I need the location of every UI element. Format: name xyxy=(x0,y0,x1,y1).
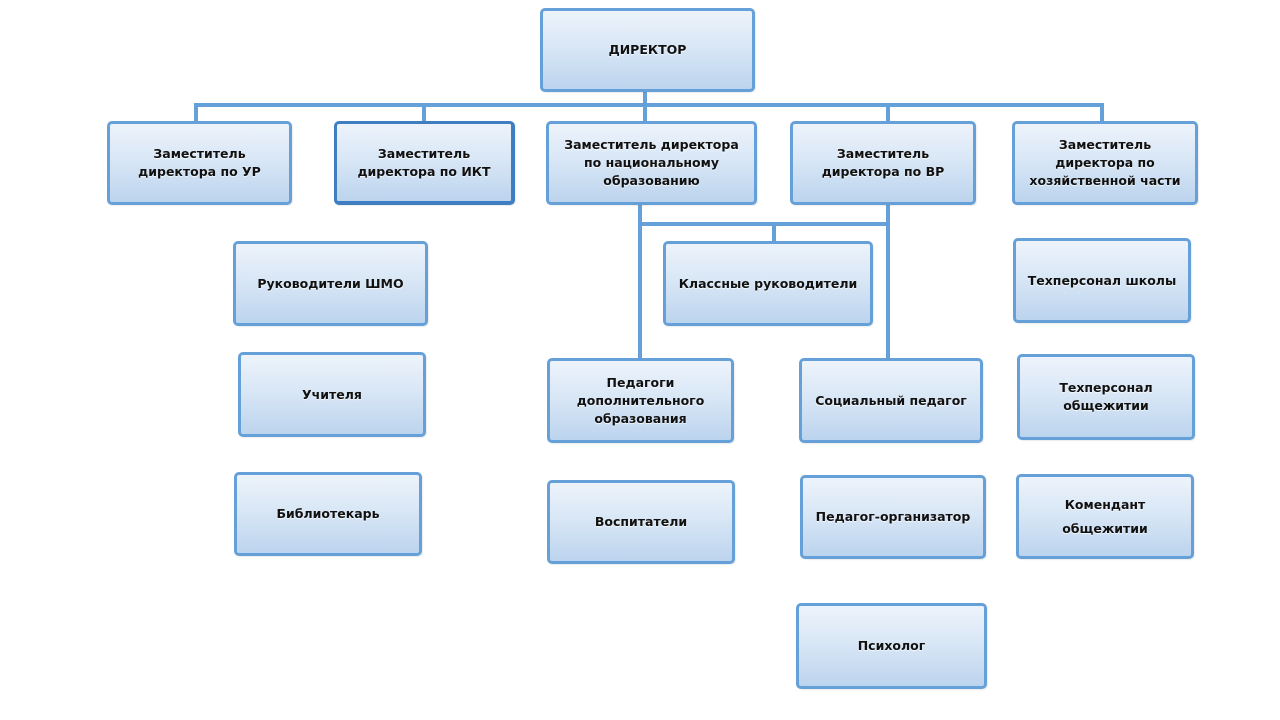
node-librarian: Библиотекарь xyxy=(234,472,422,556)
node-teachers: Учителя xyxy=(238,352,426,437)
node-director: ДИРЕКТОР xyxy=(540,8,755,92)
connector xyxy=(886,204,890,359)
node-deputy-national: Заместитель директора по национальному о… xyxy=(546,121,757,205)
node-deputy-household: Заместитель директора по хозяйственной ч… xyxy=(1012,121,1198,205)
node-deputy-ur: Заместитель директора по УР xyxy=(107,121,292,205)
node-class-teachers: Классные руководители xyxy=(663,241,873,326)
node-psychologist: Психолог xyxy=(796,603,987,689)
connector xyxy=(422,103,426,122)
node-educators: Воспитатели xyxy=(547,480,735,564)
connector xyxy=(194,103,1104,107)
node-shmo-heads: Руководители ШМО xyxy=(233,241,428,326)
connector xyxy=(194,103,198,122)
connector xyxy=(638,222,890,226)
connector xyxy=(643,92,647,107)
connector xyxy=(638,204,642,359)
connector xyxy=(772,222,776,242)
node-deputy-vr: Заместитель директора по ВР xyxy=(790,121,976,205)
node-social-pedagogue: Социальный педагог xyxy=(799,358,983,443)
node-pedagogue-organizer: Педагог-организатор xyxy=(800,475,986,559)
connector xyxy=(1100,103,1104,122)
node-dorm-commandant: Комендант общежитии xyxy=(1016,474,1194,559)
node-deputy-ikt: Заместитель директора по ИКТ xyxy=(334,121,515,205)
node-additional-ed-teachers: Педагоги дополнительного образования xyxy=(547,358,734,443)
connector xyxy=(643,103,647,122)
connector xyxy=(886,103,890,122)
node-school-staff: Техперсонал школы xyxy=(1013,238,1191,323)
node-dorm-staff: Техперсонал общежитии xyxy=(1017,354,1195,440)
